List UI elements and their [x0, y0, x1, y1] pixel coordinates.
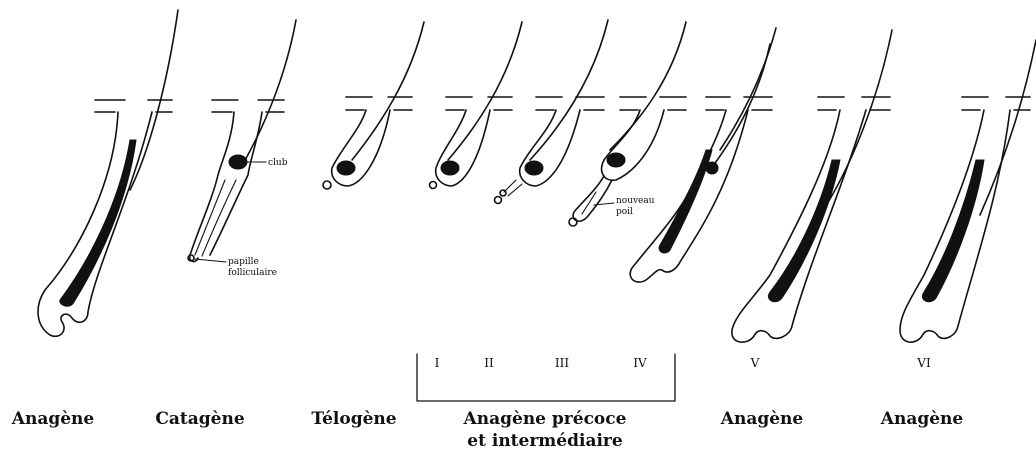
stage-label-anagen-VI: Anagène: [880, 409, 964, 429]
follicle-catagen: [188, 20, 296, 262]
follicle-anagen-VI: [732, 30, 892, 342]
phase-label-V: V: [750, 356, 760, 370]
annotation-papilla: papille folliculaire: [195, 257, 277, 278]
follicle-telogen: [323, 22, 424, 189]
stage-label-early-anagen: Anagène précoce: [463, 409, 627, 429]
follicle-anagen-1: [38, 10, 178, 336]
stage-label-anagen-V: Anagène: [720, 409, 804, 429]
follicle-anagen-V: [630, 28, 776, 282]
follicle-anagen-II: [495, 20, 609, 204]
annotation-new-hair-line2: poil: [616, 207, 633, 217]
annotation-new-hair: nouveau poil: [594, 196, 655, 217]
stage-label-anagen-1: Anagène: [11, 409, 95, 429]
phase-label-I: I: [435, 356, 440, 370]
stage-label-catagen: Catagène: [155, 409, 244, 429]
annotation-papilla-line2: folliculaire: [228, 268, 277, 278]
stage-label-telogen: Télogène: [311, 409, 396, 429]
phase-label-II: II: [484, 356, 494, 370]
phase-label-III: III: [555, 356, 569, 370]
annotation-club: club: [246, 158, 288, 168]
phase-label-VI: VI: [916, 356, 931, 370]
annotation-papilla-line1: papille: [228, 257, 259, 267]
follicle-anagen-right: [900, 40, 1036, 342]
phase-label-IV: IV: [633, 356, 647, 370]
annotation-club-text: club: [268, 158, 288, 168]
stage-label-early-anagen-2: et intermédiaire: [467, 431, 623, 451]
annotation-new-hair-line1: nouveau: [616, 196, 655, 206]
follicle-anagen-I: [430, 22, 523, 189]
